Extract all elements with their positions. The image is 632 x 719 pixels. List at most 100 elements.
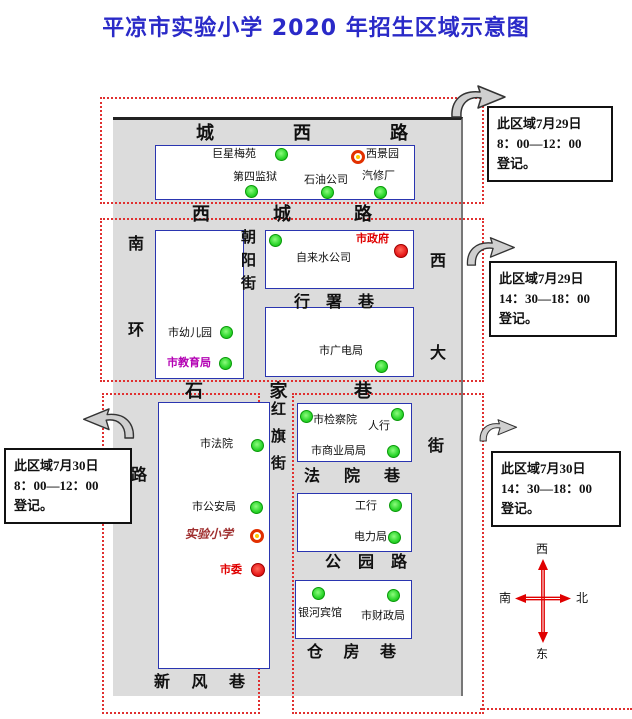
green-marker-icon (251, 439, 264, 452)
green-marker-icon (312, 587, 325, 600)
compass-cross-icon (515, 559, 571, 643)
callout-line: 登记。 (499, 311, 539, 327)
place-label-shi-jiaoyuju: 市教育局 (167, 356, 211, 369)
road-char: 仓 (307, 642, 324, 661)
place-label-gonghang: 工行 (355, 499, 377, 512)
callout-line: 此区域7月29日 (499, 271, 584, 286)
green-marker-icon (269, 234, 282, 247)
road-char: 红 (271, 400, 287, 418)
region-4-border-extension (480, 708, 632, 710)
road-char: 西 (192, 204, 210, 225)
road-char: 风 (191, 672, 208, 691)
road-char: 城 (273, 204, 291, 225)
callout-line: 登记。 (497, 156, 537, 172)
road-char: 新 (154, 672, 171, 691)
road-char: 西 (293, 123, 311, 144)
callout-line: 此区域7月30日 (501, 461, 586, 476)
red-marker-icon (251, 563, 265, 577)
callout-line: 此区域7月29日 (497, 116, 582, 131)
place-label-juxing-meiyuan: 巨星梅苑 (212, 147, 256, 160)
callout-region4: 此区域7月30日 14：30—18：00 登记。 (491, 451, 621, 528)
road-char: 巷 (228, 672, 245, 691)
block-waterworks (265, 230, 414, 289)
callout-line: 8：00—12：00 (14, 478, 99, 494)
road-char: 巷 (354, 381, 372, 402)
green-marker-icon (220, 326, 233, 339)
road-label-fayuan: 法 院 巷 (304, 462, 400, 486)
road-label-shijia: 石 家 巷 (185, 377, 372, 403)
block-kindergarten (155, 230, 244, 379)
compass-label-top: 西 (536, 542, 549, 556)
place-label-yinhe-binguan: 银河宾馆 (298, 606, 342, 619)
road-char: 路 (354, 204, 372, 225)
green-marker-icon (389, 499, 402, 512)
place-label-shi-guangdianju: 市广电局 (319, 344, 363, 357)
callout-region1: 此区域7月29日 8：00—12：00 登记。 (487, 106, 613, 183)
callout-line: 登记。 (501, 501, 541, 517)
road-label-chaoyang: 朝 阳 街 (241, 226, 256, 293)
green-marker-icon (275, 148, 288, 161)
place-label-renhang: 人行 (368, 419, 390, 432)
road-char: 朝 (241, 228, 257, 246)
green-marker-icon (388, 531, 401, 544)
road-char-nanhuan-3: 路 (131, 465, 148, 484)
red-marker-icon (394, 244, 408, 258)
place-label-shi-jianchayuan: 市检察院 (313, 413, 357, 426)
place-label-disi-jianyu: 第四监狱 (233, 170, 277, 183)
place-label-shizhengfu: 市政府 (356, 232, 389, 245)
place-label-shi-caizhengju: 市财政局 (361, 609, 405, 622)
place-label-shi-gonganju: 市公安局 (192, 500, 236, 513)
place-label-shi-youeryuan: 市幼儿园 (168, 326, 212, 339)
region-4-boundary (292, 393, 484, 714)
road-char-xida-1: 西 (430, 251, 447, 270)
road-char: 院 (343, 466, 360, 485)
road-char: 园 (357, 552, 374, 571)
road-char: 街 (271, 454, 287, 472)
place-label-shi-fayuan: 市法院 (200, 437, 233, 450)
road-label-xicheng: 西 城 路 (192, 200, 372, 226)
road-char-nanhuan-1: 南 (128, 234, 145, 253)
road-label-cangfang: 仓 房 巷 (307, 638, 396, 662)
road-char: 巷 (357, 292, 374, 311)
ring-marker-icon (351, 150, 365, 164)
road-char-xida-3: 街 (428, 436, 445, 455)
road-char: 法 (304, 466, 321, 485)
green-marker-icon (300, 410, 313, 423)
place-label-xijingyuan: 西景园 (366, 147, 399, 160)
green-marker-icon (250, 501, 263, 514)
green-marker-icon (219, 357, 232, 370)
road-label-gongyuan: 公 园 路 (325, 548, 407, 572)
road-char: 石 (185, 381, 203, 402)
callout-line: 14：30—18：00 (501, 481, 593, 497)
road-char: 路 (390, 552, 407, 571)
road-char: 房 (343, 642, 360, 661)
callout-line: 此区域7月30日 (14, 458, 99, 473)
road-label-hongqi: 红 旗 街 (271, 398, 286, 473)
callout-region2: 此区域7月29日 14：30—18：00 登记。 (489, 261, 617, 338)
road-char-nanhuan-2: 环 (128, 320, 145, 339)
place-label-dianliju: 电力局 (354, 530, 387, 543)
callout-line: 8：00—12：00 (497, 136, 582, 152)
callout-region3: 此区域7月30日 8：00—12：00 登记。 (4, 448, 132, 525)
curved-arrow-icon (451, 85, 506, 118)
green-marker-icon (245, 185, 258, 198)
compass-label-right: 北 (576, 591, 589, 605)
curved-arrow-icon (466, 237, 515, 266)
region-2-boundary (100, 218, 484, 382)
road-char: 旗 (271, 427, 287, 445)
road-char: 阳 (241, 251, 257, 269)
place-label-shiyan-xiaoxue: 实验小学 (185, 527, 234, 541)
road-label-xingshu: 行 署 巷 (294, 288, 374, 312)
place-label-shi-shangyeju: 市商业局局 (311, 444, 366, 457)
green-marker-icon (375, 360, 388, 373)
curved-arrow-icon (82, 408, 135, 439)
green-marker-icon (387, 589, 400, 602)
road-label-xinfeng: 新 风 巷 (154, 668, 245, 692)
road-char-xida-2: 大 (430, 343, 447, 362)
road-char: 巷 (379, 642, 396, 661)
compass-label-left: 南 (499, 591, 512, 605)
green-marker-icon (321, 186, 334, 199)
road-char: 城 (196, 123, 214, 144)
road-char: 路 (390, 123, 408, 144)
